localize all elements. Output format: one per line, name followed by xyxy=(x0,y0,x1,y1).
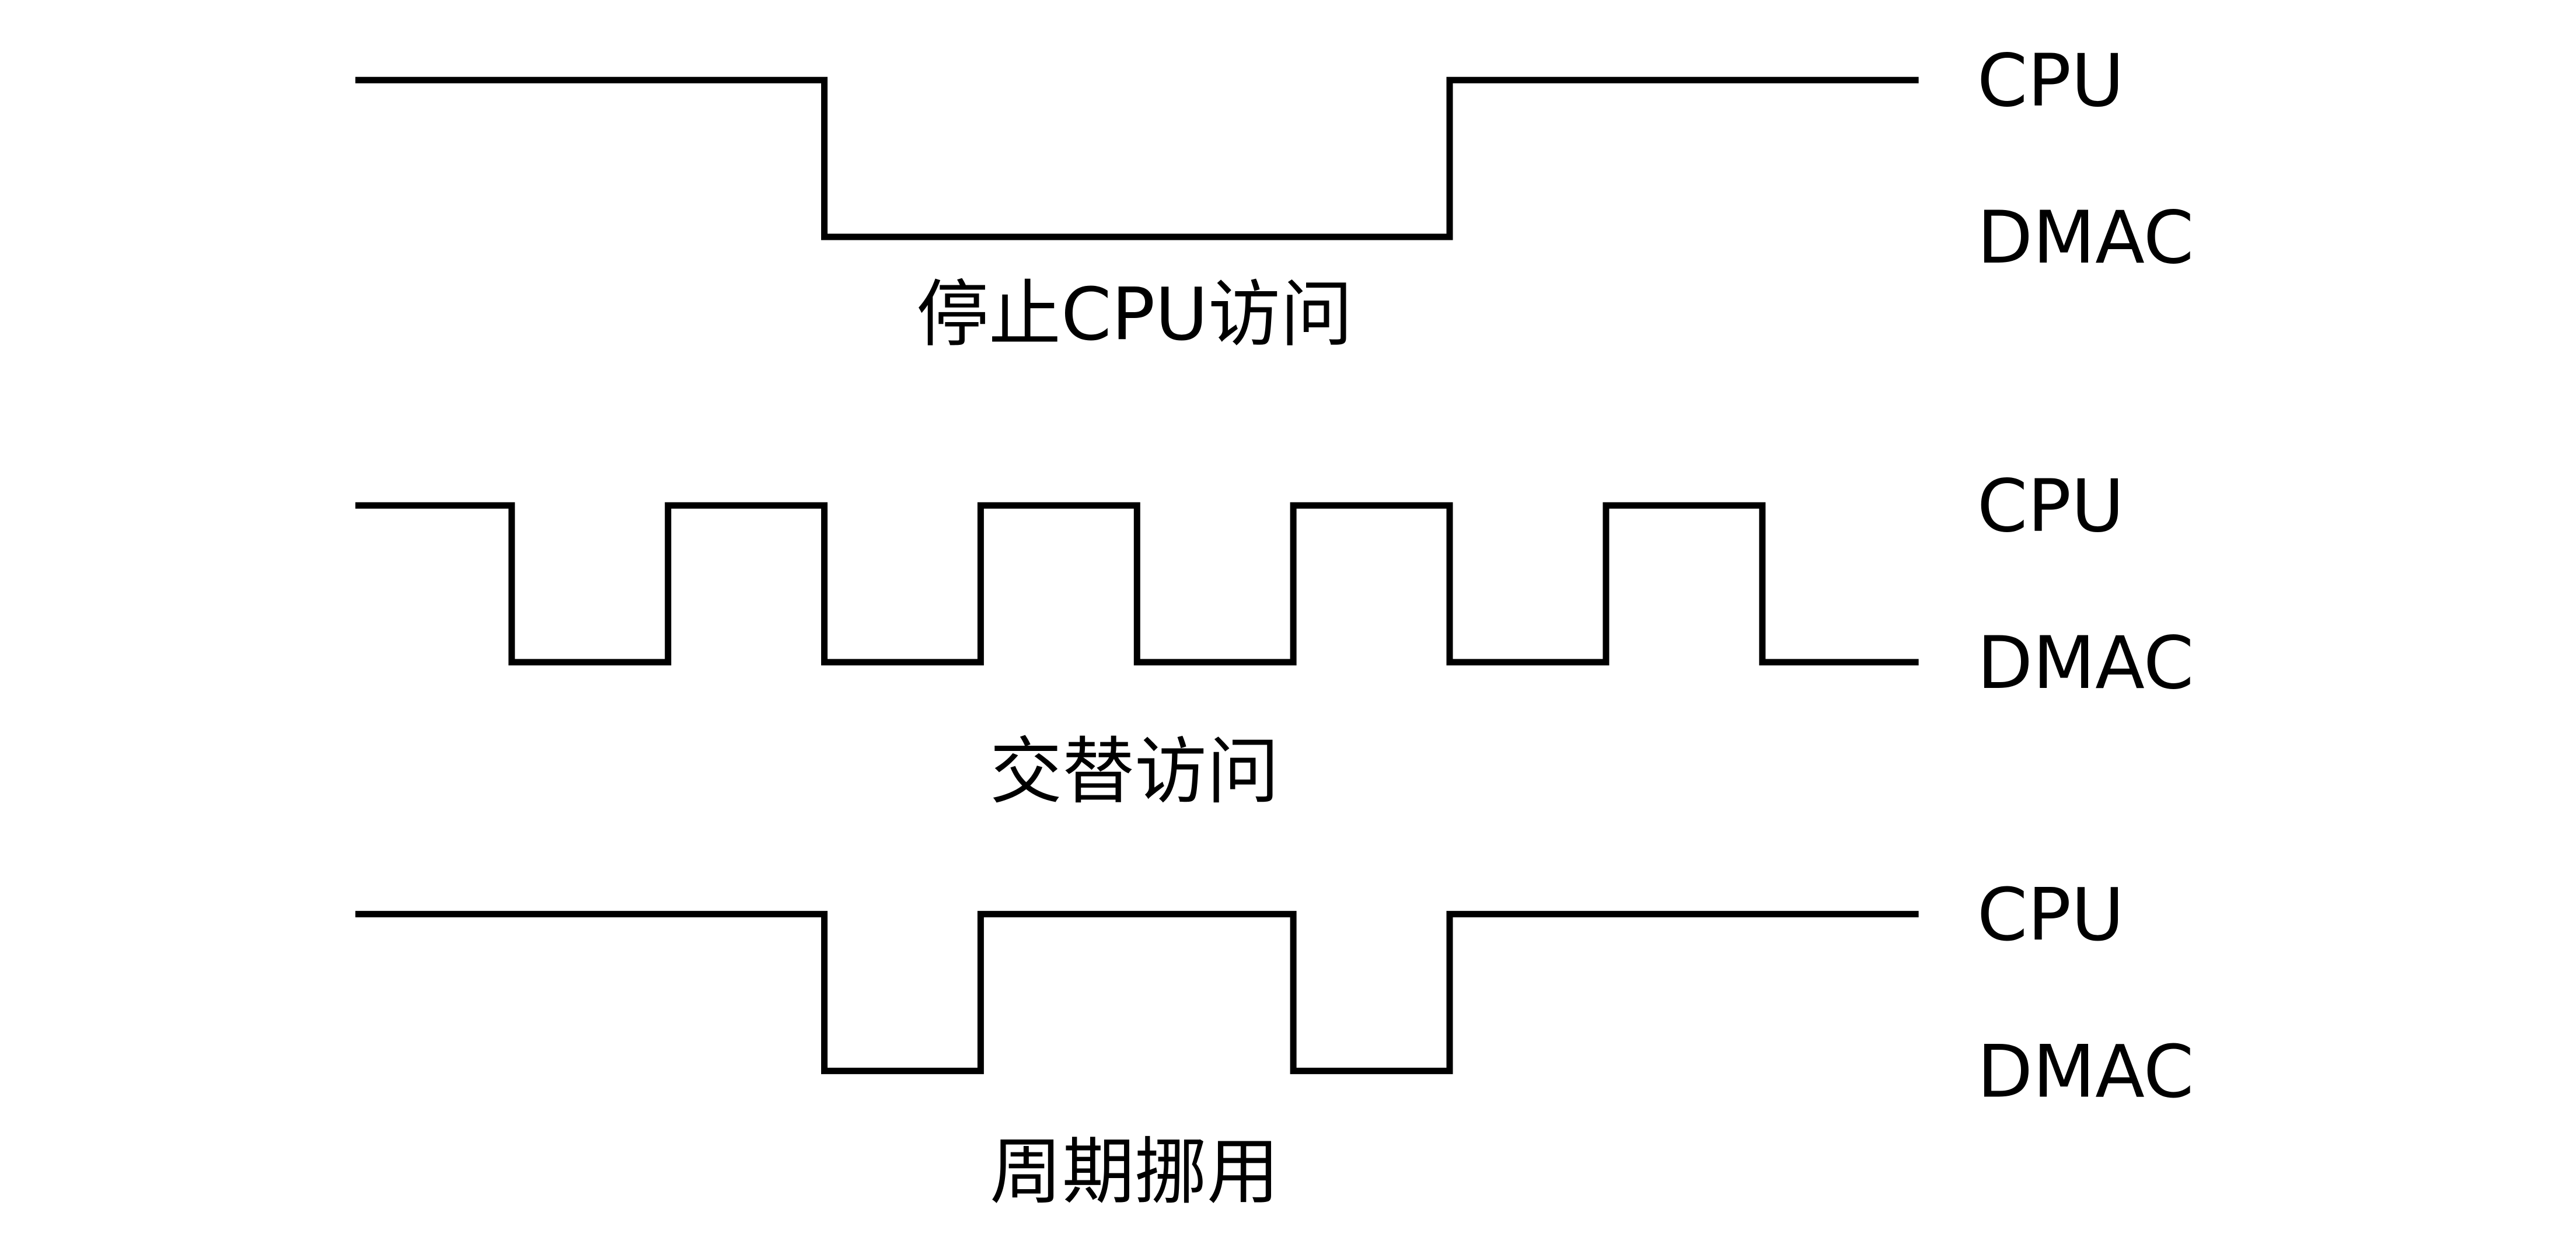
waveform-stop-cpu-access xyxy=(355,76,1919,240)
dmac-level-label: DMAC xyxy=(1977,196,2194,280)
dmac-level-label: DMAC xyxy=(1977,621,2194,705)
lane-stop-cpu-access: CPU DMAC 停止CPU访问 xyxy=(355,39,2194,357)
lane-alternating-access: CPU DMAC 交替访问 xyxy=(355,464,2194,814)
lane-cycle-stealing: CPU DMAC 周期挪用 xyxy=(355,873,2194,1214)
cpu-level-label: CPU xyxy=(1977,873,2124,958)
cpu-level-label: CPU xyxy=(1977,464,2124,548)
waveform-cycle-stealing xyxy=(355,911,1919,1074)
dmac-level-label: DMAC xyxy=(1977,1030,2194,1114)
waveform-alternating-access xyxy=(355,502,1919,666)
caption-stop-cpu-access: 停止CPU访问 xyxy=(916,273,1353,357)
caption-cycle-stealing: 周期挪用 xyxy=(990,1130,1279,1214)
caption-alternating-access: 交替访问 xyxy=(990,730,1279,814)
cpu-level-label: CPU xyxy=(1977,39,2124,123)
